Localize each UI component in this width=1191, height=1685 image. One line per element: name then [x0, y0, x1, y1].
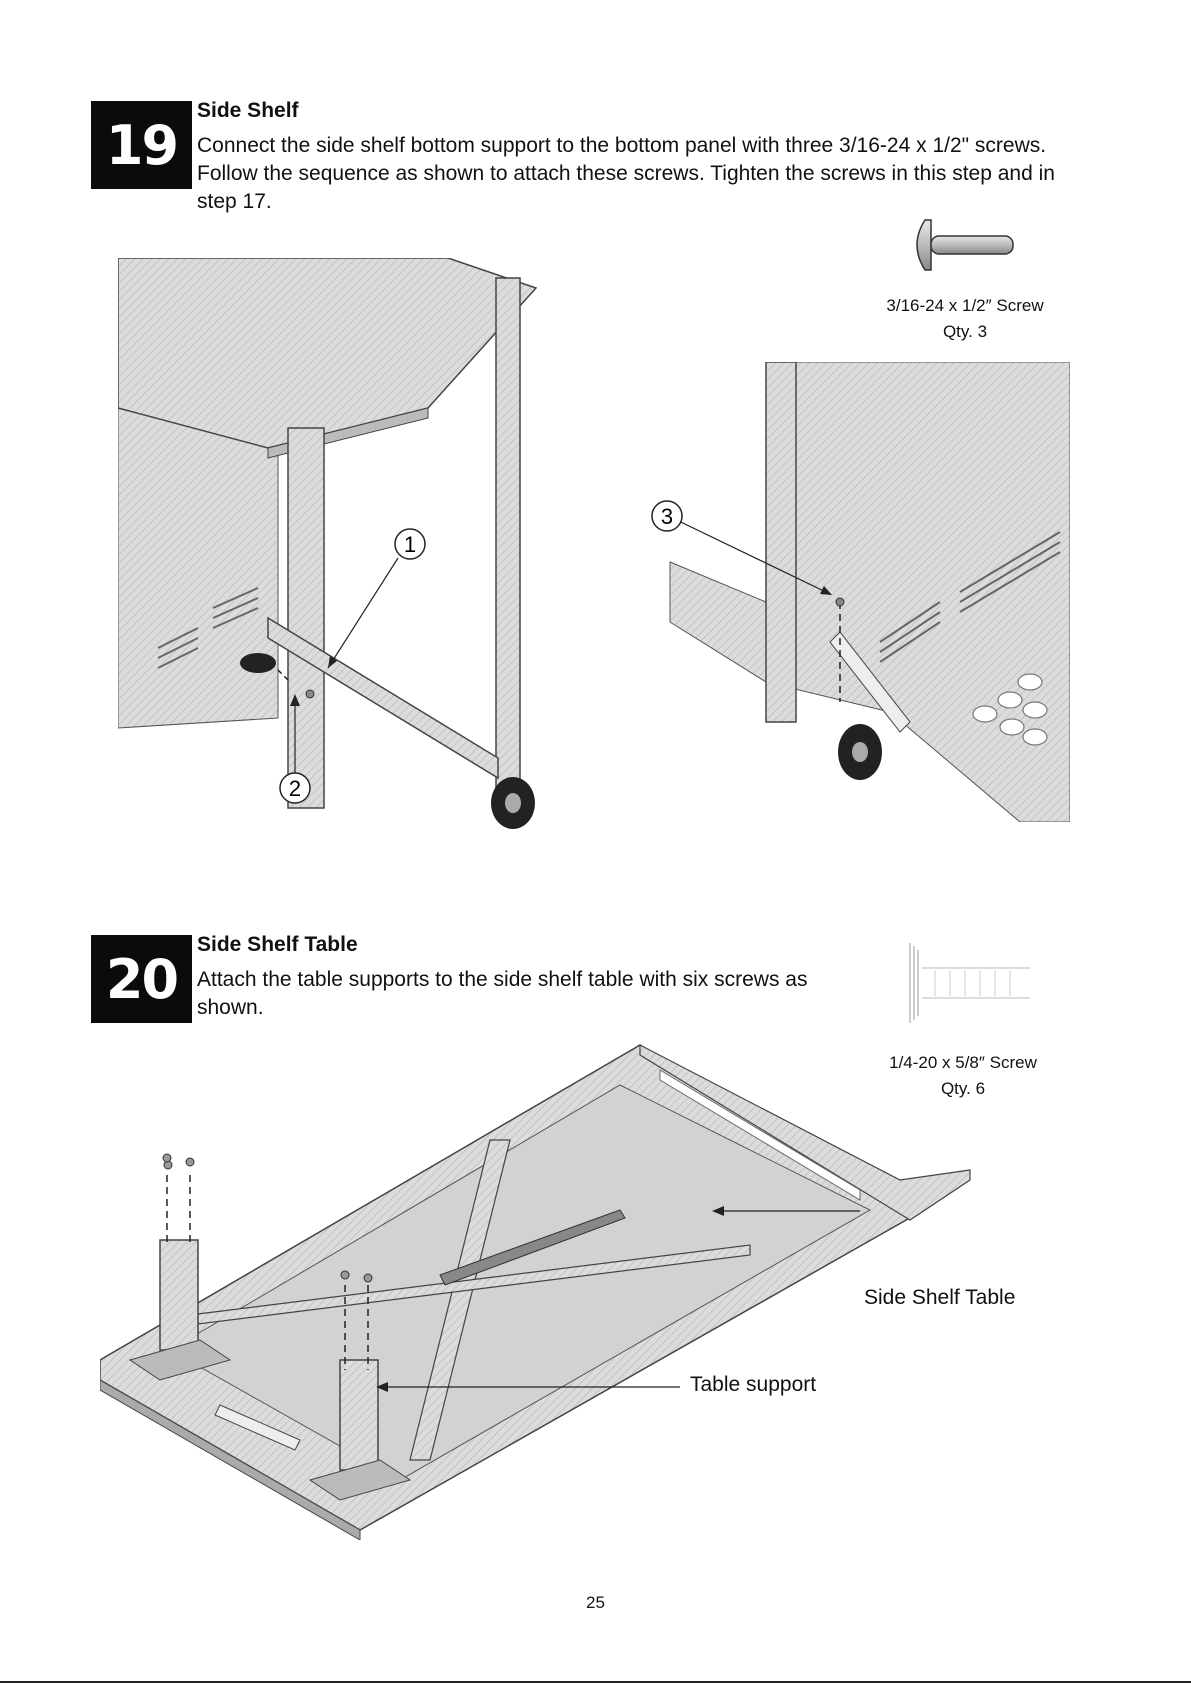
screw-3-16-icon [916, 219, 1014, 271]
step-20-number: 20 [105, 947, 179, 1011]
screw-1-4-size: 1/4-20 x 5/8″ Screw [889, 1053, 1037, 1072]
screw-3-16-label: 3/16-24 x 1/2″ Screw Qty. 3 [855, 293, 1075, 345]
step-19-instructions: Connect the side shelf bottom support to… [197, 134, 1055, 213]
step-20-badge: 20 [91, 935, 192, 1023]
screw-3-16-size: 3/16-24 x 1/2″ Screw [886, 296, 1044, 315]
callout-1-number: 1 [404, 532, 416, 557]
screw-1-4-label: 1/4-20 x 5/8″ Screw Qty. 6 [853, 1050, 1073, 1102]
side-shelf-cart-illustration: 1 2 [118, 258, 538, 829]
callout-3-number: 3 [661, 504, 673, 529]
callout-2-number: 2 [289, 776, 301, 801]
step-19-number: 19 [105, 113, 179, 177]
label-side-shelf-table: Side Shelf Table [864, 1286, 1016, 1309]
screw-1-4-icon [909, 943, 1030, 1023]
step-19-badge: 19 [91, 101, 192, 189]
screw-1-4-qty: Qty. 6 [940, 1079, 986, 1098]
side-shelf-table-illustration [100, 1044, 971, 1540]
screw-3-16-qty: Qty. 3 [942, 322, 988, 341]
page-number: 25 [586, 1593, 605, 1612]
step-20-title: Side Shelf Table [197, 933, 358, 956]
step-20-instructions: Attach the table supports to the side sh… [197, 968, 808, 1019]
bottom-rule [0, 1681, 1191, 1683]
label-table-support: Table support [690, 1373, 817, 1396]
step-19-title: Side Shelf [197, 99, 299, 122]
bottom-panel-detail-illustration: 3 [651, 362, 1070, 822]
